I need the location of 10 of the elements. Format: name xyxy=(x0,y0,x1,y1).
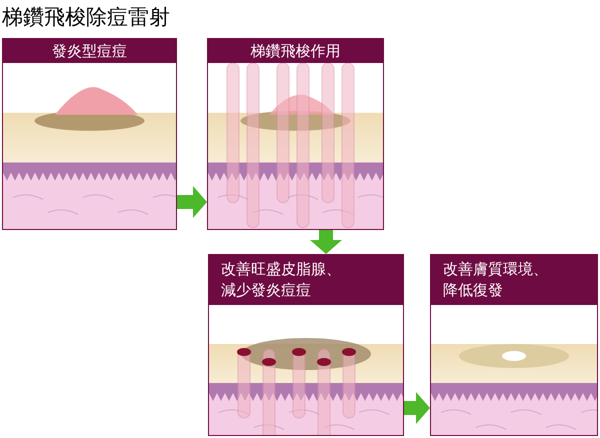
panel-heading: 梯鑽飛梭作用 xyxy=(250,40,340,62)
diagram-title: 梯鑽飛梭除痘雷射 xyxy=(2,4,170,31)
panel-heading: 發炎型痘痘 xyxy=(52,40,127,62)
block-arrow xyxy=(404,392,430,424)
block-arrow xyxy=(177,186,207,218)
block-arrow xyxy=(310,230,342,254)
stage-panel xyxy=(208,254,404,436)
panel-heading: 改善膚質環境、降低復發 xyxy=(443,259,549,301)
stage-panel xyxy=(430,254,598,436)
panel-heading: 改善旺盛皮脂腺、減少發炎痘痘 xyxy=(221,259,342,301)
